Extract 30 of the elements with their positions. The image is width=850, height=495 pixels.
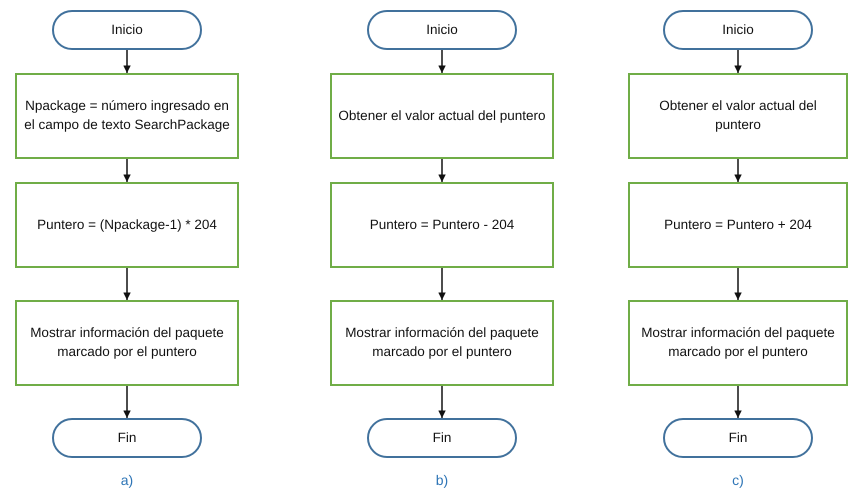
arrow [123, 268, 131, 300]
arrow [438, 268, 446, 300]
process-box: Mostrar información del paquete marcado por el puntero [15, 300, 239, 386]
process-box: Obtener el valor actual del puntero [330, 73, 554, 159]
terminator: Inicio [663, 10, 813, 50]
terminator: Fin [663, 418, 813, 458]
arrow [123, 159, 131, 182]
panel-label: b) [436, 472, 448, 488]
arrow [438, 386, 446, 418]
process-box: Puntero = Puntero - 204 [330, 182, 554, 268]
panel-label: c) [732, 472, 744, 488]
terminator: Fin [367, 418, 517, 458]
arrow [438, 50, 446, 73]
arrow [734, 159, 742, 182]
process-box: Obtener el valor actual del puntero [628, 73, 848, 159]
process-box: Puntero = (Npackage-1) * 204 [15, 182, 239, 268]
arrow [123, 386, 131, 418]
terminator: Inicio [367, 10, 517, 50]
process-box: Puntero = Puntero + 204 [628, 182, 848, 268]
arrow [123, 50, 131, 73]
arrow [734, 268, 742, 300]
process-box: Mostrar información del paquete marcado por el puntero [330, 300, 554, 386]
arrow [438, 159, 446, 182]
panel-label: a) [120, 472, 134, 488]
terminator: Inicio [52, 10, 202, 50]
process-box: Mostrar información del paquete marcado por el puntero [628, 300, 848, 386]
arrow [734, 386, 742, 418]
arrow [734, 50, 742, 73]
process-box: Npackage = número ingresado en el campo de texto SearchPackage [15, 73, 239, 159]
terminator: Fin [52, 418, 202, 458]
